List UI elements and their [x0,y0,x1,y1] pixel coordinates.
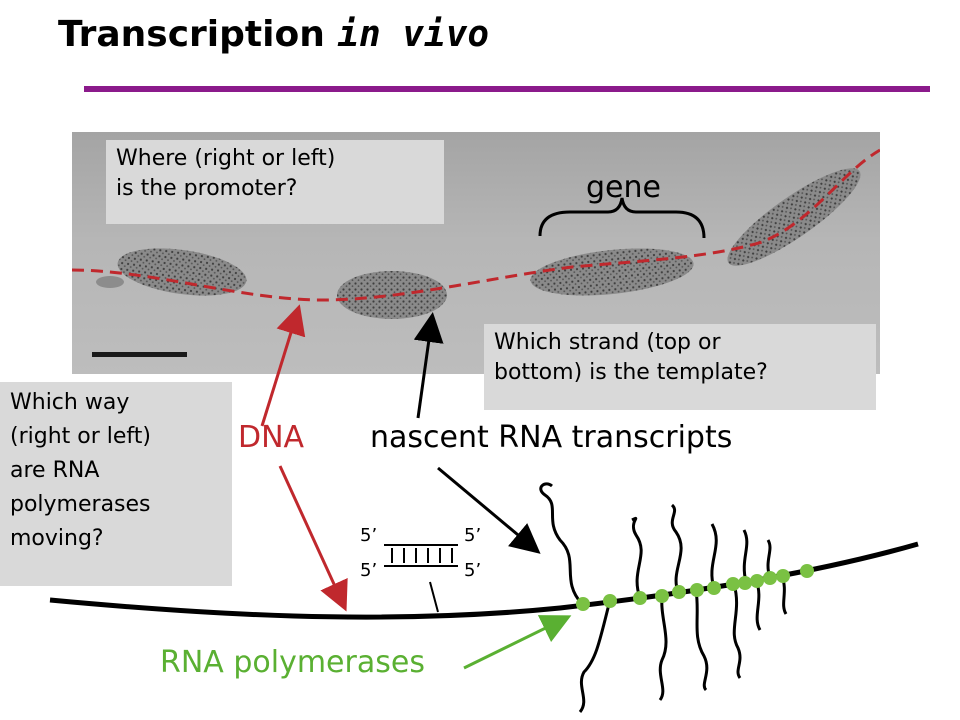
question-line: bottom) is the template? [494,360,768,385]
nascent-arrow-down [437,466,541,554]
polymerase-dot [750,574,764,588]
question-line: Which way [10,390,130,415]
transcript [670,503,683,593]
question-line: are RNA [10,458,100,483]
question-line: Which strand (top or [494,330,721,355]
micrograph-image [72,148,880,357]
duplex-base-pairs [391,548,453,563]
five-prime-label: 5’ [360,525,378,546]
direction-question-box: Which way (right or left) are RNA polyme… [0,382,232,586]
dna-label: DNA [238,420,305,455]
scale-bar [92,352,187,357]
transcript [631,516,643,599]
polymerase-dot [738,576,752,590]
gene-brace [538,197,706,239]
nascent-rna-label: nascent RNA transcripts [370,420,733,455]
duplex-pointer [429,581,439,613]
nascent-arrow-up [413,312,444,419]
polymerase-dot [672,585,686,599]
rna-polymerases [576,564,814,611]
title-emphasis: in vivo [337,14,490,55]
transcript [578,599,612,713]
promoter-question-box: Where (right or left) is the promoter? [106,140,444,224]
five-prime-label: 5’ [360,560,378,581]
dna-arrow-down [278,465,348,612]
polymerase-dot [707,581,721,595]
polymerase-dot [726,577,740,591]
question-line: (right or left) [10,424,151,449]
transcript [710,523,718,589]
dna-arrow-up [260,304,306,427]
transcription-unit-1 [117,248,247,296]
question-line: polymerases [10,492,151,517]
rna-transcripts [539,482,788,713]
polymerase-dot [800,564,814,578]
question-line: is the promoter? [116,176,298,201]
template-strand-question-box: Which strand (top or bottom) is the temp… [484,324,876,410]
polymerase-dot [690,583,704,597]
transcript [658,595,668,701]
title-rule [84,86,930,92]
transcript [694,589,709,692]
polymerase-dot [633,591,647,605]
title-main: Transcription [58,14,338,55]
polymerase-dot [576,597,590,611]
polymerase-arrow [463,615,572,670]
five-prime-label: 5’ [464,560,482,581]
polymerase-dot [655,589,669,603]
question-line: moving? [10,526,104,551]
polymerase-dot [763,571,777,585]
transcription-unit-3 [530,248,694,296]
transcript [732,583,742,679]
transcript [742,529,749,583]
rna-polymerases-label: RNA polymerases [160,645,425,680]
slide-title: Transcription in vivo [58,14,489,55]
question-line: Where (right or left) [116,146,336,171]
dna-trace [72,148,880,302]
polymerase-dot [603,594,617,608]
transcript [539,482,584,606]
transcription-unit-2 [337,271,447,319]
five-prime-label: 5’ [464,525,482,546]
polymerase-dot [776,569,790,583]
